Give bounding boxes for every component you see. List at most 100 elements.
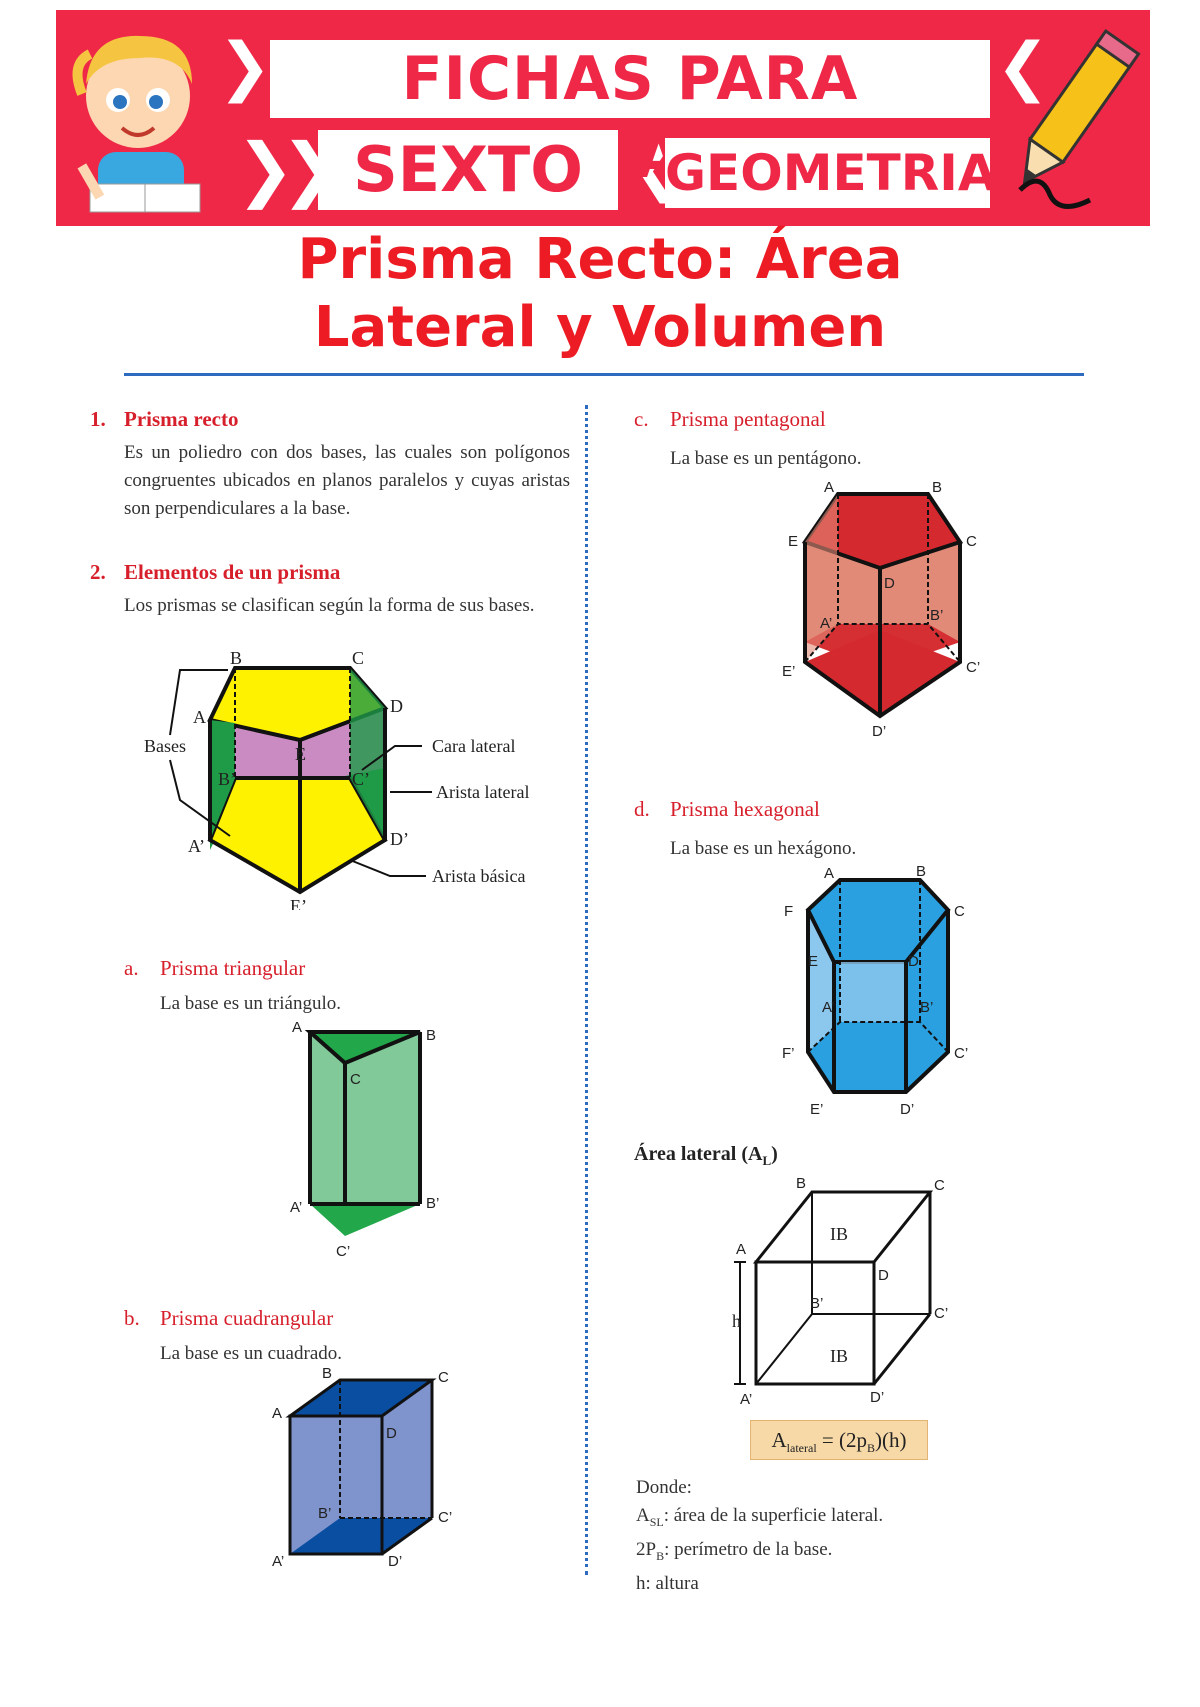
child-reading-illustration xyxy=(72,35,201,213)
double-chevron-right-icon: ❯❯ xyxy=(236,128,339,210)
vertex-label-C: C xyxy=(438,1369,449,1386)
banner-grade: SEXTO xyxy=(318,130,618,210)
vertex-label-A: A xyxy=(736,1241,746,1258)
height-label: h xyxy=(732,1311,741,1331)
callout-bases: Bases xyxy=(144,736,186,756)
page-title: Prisma Recto: Área Lateral y Volumen xyxy=(140,226,1060,362)
area-heading-text: Área lateral (A xyxy=(634,1143,763,1165)
area-heading-end: ) xyxy=(771,1143,778,1165)
vertex-label-F: F xyxy=(784,903,793,920)
def-sub: SL xyxy=(649,1514,664,1529)
def-symbol: A xyxy=(636,1505,650,1526)
callout-cara-lateral: Cara lateral xyxy=(432,736,515,756)
vertex-label-D2: D’ xyxy=(870,1389,884,1406)
vertex-label-B2: B’ xyxy=(920,999,933,1016)
prism-elements-figure: B C A D E B’ C’ A’ D’ E’ Bases Cara late… xyxy=(144,650,529,910)
callout-arista-lateral: Arista lateral xyxy=(436,782,529,802)
triangular-prism-figure: A B C A’ B’ C’ xyxy=(290,1019,439,1260)
page-title-line1: Prisma Recto: Área xyxy=(297,227,903,292)
vertex-label-E: E xyxy=(295,744,306,764)
title-divider xyxy=(124,373,1084,376)
vertex-label-A2: A’ xyxy=(188,836,205,856)
subsection-heading: Prisma triangular xyxy=(160,956,306,980)
def-text: : altura xyxy=(645,1572,699,1594)
face-label-bottom: IB xyxy=(830,1346,848,1366)
vertex-label-B: B xyxy=(322,1366,332,1382)
banner-subject: GEOMETRIA xyxy=(665,138,997,208)
cube-figure: h IB IB A B C D A’ B’ C’ D’ xyxy=(732,1175,948,1408)
hexagonal-prism-figure: A B C D E F A’ B’ C’ D’ E’ F’ xyxy=(782,866,968,1118)
vertex-label-A: A xyxy=(272,1405,282,1422)
pentagonal-prism-figure: A B C D E A’ B’ C’ D’ E’ xyxy=(782,480,980,740)
subsection-text: La base es un pentágono. xyxy=(670,448,862,469)
formula-a-sub: lateral xyxy=(786,1441,817,1456)
subsection-heading: Prisma cuadrangular xyxy=(160,1306,334,1330)
vertex-label-A: A xyxy=(824,866,834,882)
vertex-label-C: C xyxy=(954,903,965,920)
vertex-label-C2: C’ xyxy=(954,1045,968,1062)
vertex-label-C2: C’ xyxy=(966,659,980,676)
vertex-label-B: B xyxy=(426,1027,436,1044)
formula-p-sub: B xyxy=(867,1441,876,1456)
page-title-line2: Lateral y Volumen xyxy=(313,295,887,360)
subsection-heading: Prisma pentagonal xyxy=(670,407,826,431)
definitions: Donde: ASL: área de la superficie latera… xyxy=(636,1474,1096,1598)
formula-a: A xyxy=(771,1428,787,1452)
subsection-letter: b. xyxy=(124,1306,140,1330)
vertex-label-B2: B’ xyxy=(218,769,236,789)
vertex-label-C2: C’ xyxy=(934,1305,948,1322)
vertex-label-C: C xyxy=(352,650,364,668)
vertex-label-C: C xyxy=(350,1071,361,1088)
vertex-label-D: D xyxy=(884,575,895,592)
def-symbol: 2P xyxy=(636,1538,657,1560)
chevron-right-icon: ❯ xyxy=(218,30,272,104)
vertex-label-E2: E’ xyxy=(782,663,795,680)
vertex-label-A: A xyxy=(292,1019,302,1036)
vertex-label-D2: D’ xyxy=(900,1101,914,1118)
vertex-label-B2: B’ xyxy=(318,1505,331,1522)
subsection-text: La base es un triángulo. xyxy=(160,993,341,1014)
square-prism-figure: A B C D A’ B’ C’ D’ xyxy=(272,1366,452,1570)
vertex-label-B: B xyxy=(932,480,942,496)
vertex-label-B2: B’ xyxy=(930,607,943,624)
vertex-label-D2: D’ xyxy=(390,829,409,849)
vertex-label-D2: D’ xyxy=(872,723,886,740)
vertex-label-E: E xyxy=(788,533,798,550)
section-elementos: 2. Elementos de un prisma Los prismas se… xyxy=(90,560,570,620)
vertex-label-C2: C’ xyxy=(336,1243,350,1260)
vertex-label-D2: D’ xyxy=(388,1553,402,1570)
chevron-left-icon: ❮ xyxy=(996,30,1050,104)
vertex-label-C: C xyxy=(966,533,977,550)
section-heading: Elementos de un prisma xyxy=(124,560,341,584)
vertex-label-E2: E’ xyxy=(290,896,307,910)
vertex-label-B: B xyxy=(916,866,926,880)
subsection-text: La base es un hexágono. xyxy=(670,838,857,859)
area-lateral-heading: Área lateral (AL) xyxy=(634,1143,934,1169)
column-divider xyxy=(585,405,588,1575)
vertex-label-C: C xyxy=(934,1177,945,1194)
vertex-label-A2: A’ xyxy=(820,615,832,632)
vertex-label-D: D xyxy=(878,1267,889,1284)
vertex-label-C2: C’ xyxy=(352,769,370,789)
section-number: 1. xyxy=(90,407,106,431)
area-heading-sub: L xyxy=(762,1153,772,1168)
formula-end: )(h) xyxy=(875,1428,907,1452)
vertex-label-E2: E’ xyxy=(810,1101,823,1118)
vertex-label-C2: C’ xyxy=(438,1509,452,1526)
vertex-label-D: D xyxy=(908,953,919,970)
vertex-label-D: D xyxy=(386,1425,397,1442)
vertex-label-B2: B’ xyxy=(810,1295,823,1312)
vertex-label-A: A xyxy=(193,707,206,727)
subsection-letter: a. xyxy=(124,956,139,980)
subsection-letter: d. xyxy=(634,797,650,821)
vertex-label-D: D xyxy=(390,696,403,716)
section-heading: Prisma recto xyxy=(124,407,239,431)
def-text: : perímetro de la base. xyxy=(664,1538,833,1560)
definition-perimeter: 2PB: perímetro de la base. xyxy=(636,1536,1096,1570)
section-text: Los prismas se clasifican según la forma… xyxy=(124,595,535,616)
vertex-label-A: A xyxy=(824,480,834,496)
banner-title: FICHAS PARA PRIMARIA xyxy=(270,40,990,192)
pencil-illustration xyxy=(1018,28,1141,209)
def-text: : área de la superficie lateral. xyxy=(663,1505,884,1526)
subsection-letter: c. xyxy=(634,407,649,431)
